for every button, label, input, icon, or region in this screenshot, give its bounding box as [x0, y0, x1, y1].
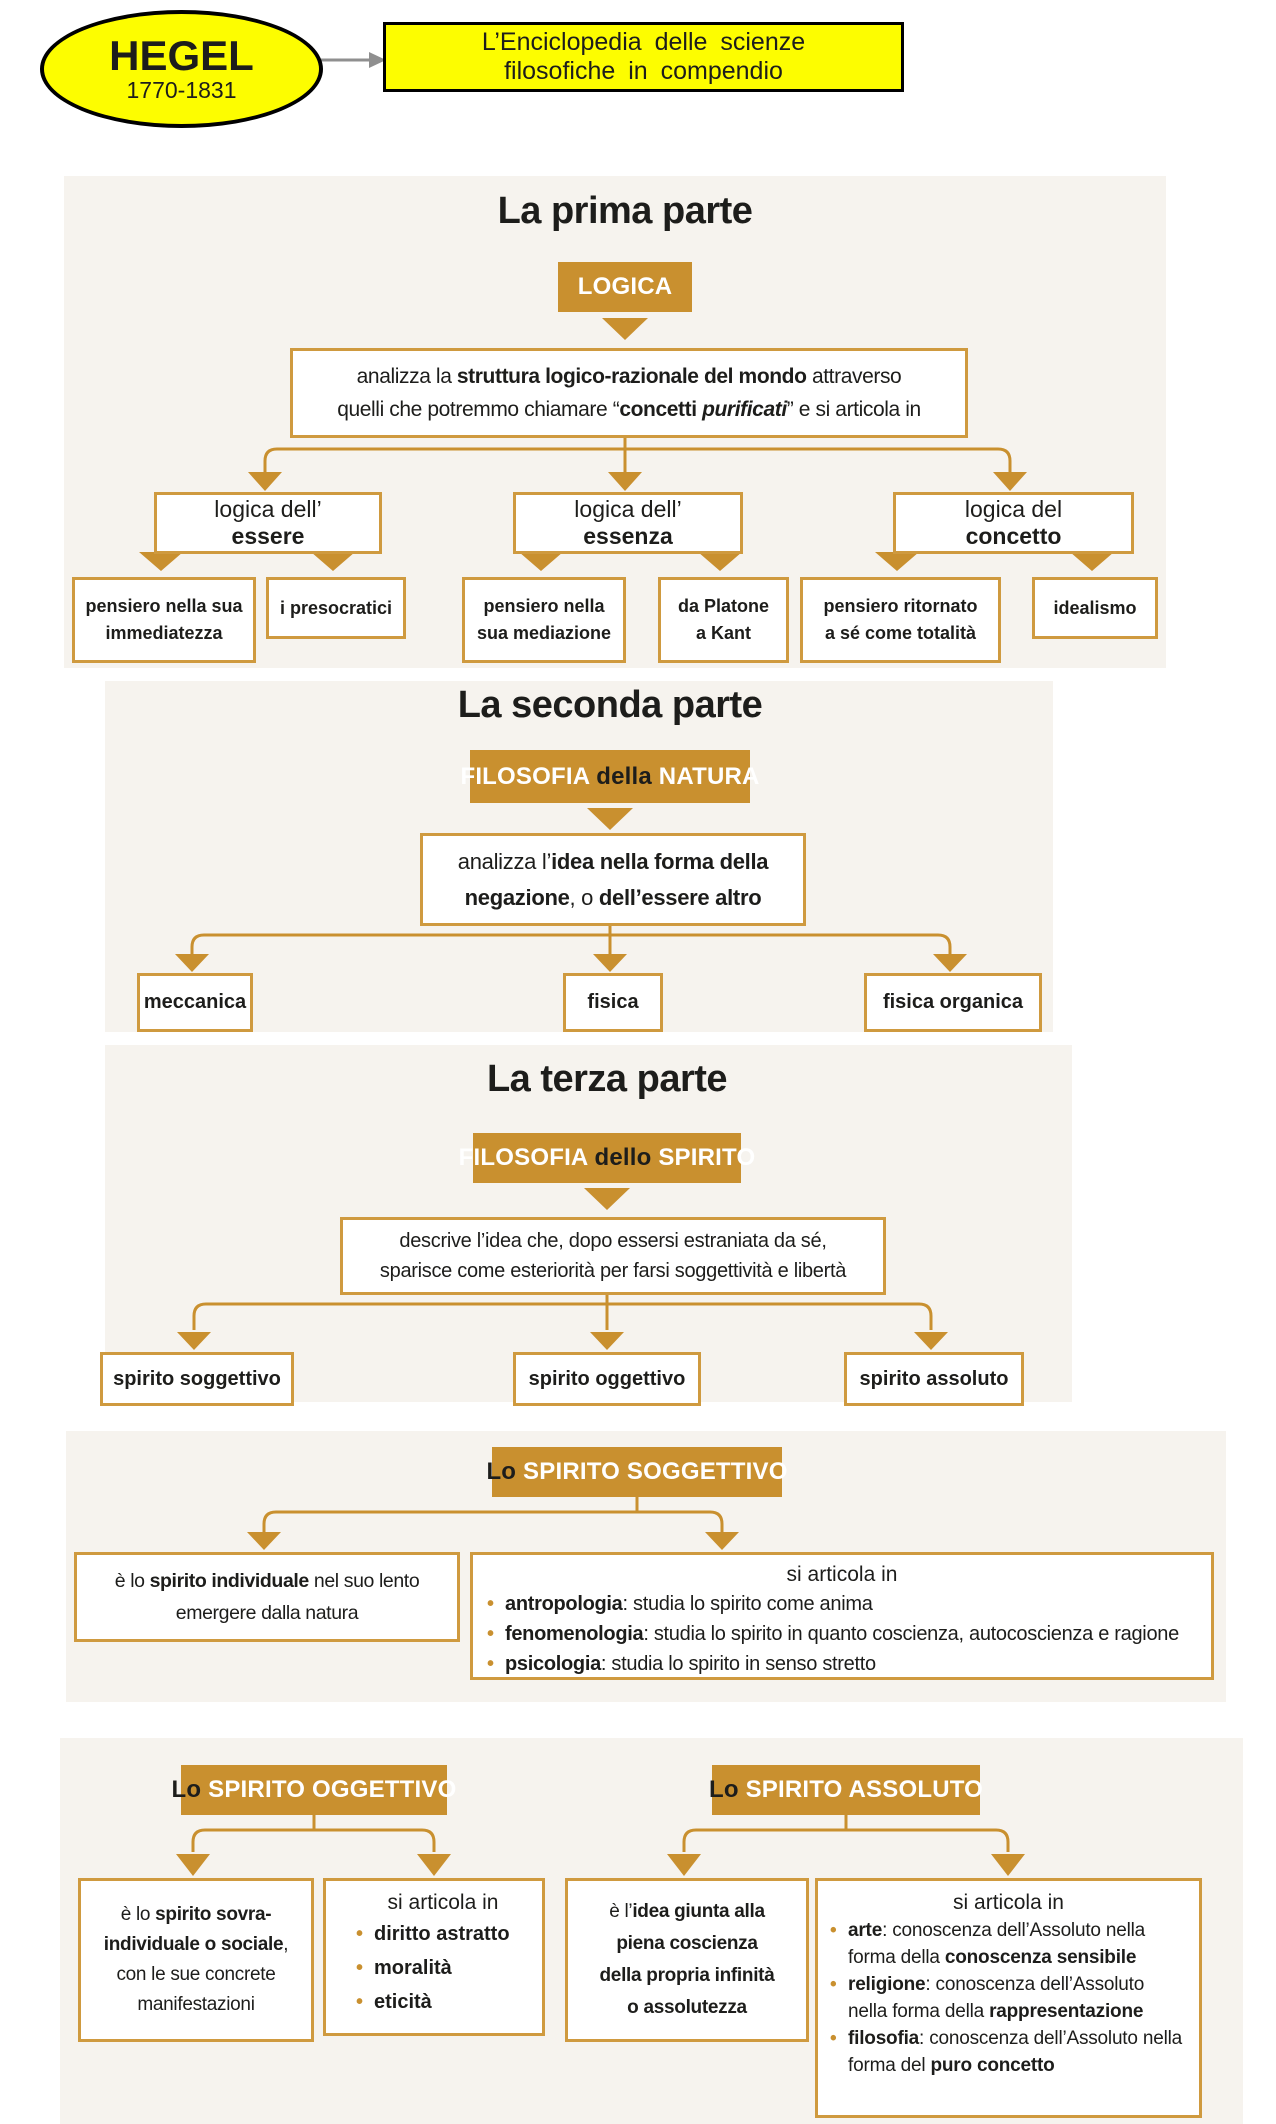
hegel-years: 1770-1831: [126, 77, 237, 104]
assoluto-articulation-title: si articola in: [953, 1891, 1064, 1914]
hegel-to-work-arrow: [317, 52, 386, 68]
spirito-header-box: FILOSOFIA dello SPIRITO: [459, 1133, 755, 1183]
bullet-dot-icon: •: [830, 2028, 837, 2049]
bullet-dot-icon: •: [830, 1974, 837, 1995]
logica-header-box: LOGICA: [558, 262, 692, 312]
oggettivo-articulation-bullets: •diritto astratto•moralità•eticità: [356, 1917, 530, 2019]
node-fisica: fisica: [563, 973, 663, 1032]
node-logica-essere: logica dell’essere: [154, 492, 382, 554]
node-spirito-oggettivo: spirito oggettivo: [513, 1352, 701, 1406]
spirito-assoluto-header-box: Lo SPIRITO ASSOLUTO: [709, 1765, 983, 1815]
soggettivo-articulation-bullets: •antropologia: studia lo spirito come an…: [487, 1589, 1197, 1679]
section-prima-title: La prima parte: [497, 190, 753, 232]
section-terza-title: La terza parte: [486, 1058, 728, 1100]
natura-header-box: FILOSOFIA della NATURA: [460, 750, 759, 803]
logica-description-box: analizza la struttura logico-razionale d…: [290, 348, 968, 438]
bullet-dot-icon: •: [487, 1653, 494, 1675]
hegel-ellipse: HEGEL 1770-1831: [40, 10, 323, 128]
hegel-name: HEGEL: [109, 32, 254, 80]
oggettivo-articulation-title: si articola in: [387, 1891, 499, 1914]
bullet-dot-icon: •: [487, 1593, 494, 1615]
assoluto-articulation-bullets: •arte: conoscenza dell’Assoluto nella fo…: [830, 1917, 1187, 2079]
node-meccanica: meccanica: [137, 973, 253, 1032]
soggettivo-articulation-title: si articola in: [786, 1563, 898, 1586]
spirito-description-box: descrive l’idea che, dopo essersi estran…: [340, 1217, 886, 1295]
node-presocratici: i presocratici: [266, 577, 406, 639]
bullet-dot-icon: •: [356, 1991, 364, 2013]
node-spirito-soggettivo: spirito soggettivo: [100, 1352, 294, 1406]
section-seconda-title: La seconda parte: [457, 684, 763, 726]
oggettivo-articulation-box: si articola in •diritto astratto•moralit…: [323, 1878, 545, 2036]
bullet-dot-icon: •: [830, 1920, 837, 1941]
bullet-dot-icon: •: [487, 1623, 494, 1645]
node-spirito-assoluto: spirito assoluto: [844, 1352, 1024, 1406]
assoluto-articulation-box: si articola in •arte: conoscenza dell’As…: [815, 1878, 1202, 2118]
spirito-soggettivo-header-box: Lo SPIRITO SOGGETTIVO: [486, 1447, 787, 1497]
soggettivo-articulation-box: si articola in •antropologia: studia lo …: [470, 1552, 1214, 1680]
bullet-dot-icon: •: [356, 1957, 364, 1979]
node-logica-essenza: logica dell’essenza: [513, 492, 743, 554]
spirito-oggettivo-header-box: Lo SPIRITO OGGETTIVO: [172, 1765, 456, 1815]
bullet-dot-icon: •: [356, 1923, 364, 1945]
node-fisica-organica: fisica organica: [864, 973, 1042, 1032]
node-logica-concetto: logica del concetto: [893, 492, 1134, 554]
node-idealismo: idealismo: [1032, 577, 1158, 639]
oggettivo-definition-box: è lo spirito sovra-individuale o sociale…: [78, 1878, 314, 2042]
